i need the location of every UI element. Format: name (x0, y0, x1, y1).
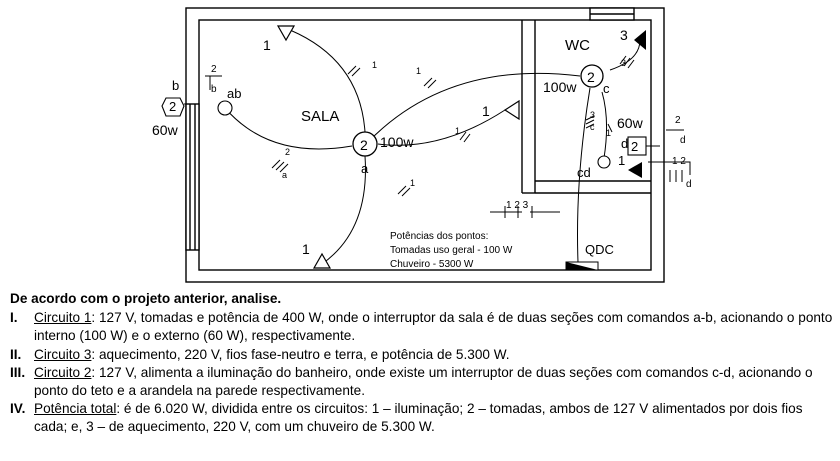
wc-switch-circuit: 1 (618, 153, 625, 168)
electrical-floor-plan: 2 100w a 1 1 1 2 b 60w ab 2 b 2 a 1 1 1 … (152, 7, 692, 283)
statement-text: : é de 6.020 W, dividida entre os circui… (34, 401, 803, 435)
statement-iii: III. Circuito 2: 127 V, alimenta a ilumi… (10, 364, 838, 400)
center-light-command: a (361, 161, 369, 176)
left-wall-lamp: 2 b 60w (152, 78, 199, 138)
statement-number: II. (10, 346, 22, 362)
statement-term: Circuito 3 (34, 346, 92, 362)
wc-light-command: c (603, 81, 610, 96)
room-wc-label: WC (565, 37, 590, 54)
tag-1c: 1 (606, 128, 611, 138)
wiring (224, 29, 691, 265)
tag-c-num: 3 (590, 110, 595, 120)
center-light-power: 100w (380, 134, 414, 150)
center-light-circuit: 2 (360, 137, 368, 153)
wc-switch-commands: cd (577, 165, 591, 180)
wc-ceiling-light: 2 100w c (543, 64, 610, 96)
statement-text: : 127 V, alimenta a iluminação do banhei… (34, 364, 813, 399)
tag-wc-num: 3 (621, 58, 626, 68)
sala-switch-tag-num: 2 (211, 64, 217, 75)
wc-tag-nums: 1 2 (672, 156, 686, 167)
statement-text: : aquecimento, 220 V, fios fase-neutro e… (91, 346, 510, 362)
legend-line-2: Chuveiro - 5300 W (390, 259, 474, 270)
power-legend: Potências dos pontos: Tomadas uso geral … (390, 231, 513, 270)
question-block: De acordo com o projeto anterior, analis… (10, 290, 838, 437)
question-heading: De acordo com o projeto anterior, analis… (10, 291, 282, 306)
outlet-right: 1 (482, 99, 520, 121)
wc-lamp-circuit: 2 (631, 139, 638, 154)
wire-ticks (271, 55, 683, 218)
distribution-panel: QDC 1 2 3 (506, 200, 614, 271)
statement-iv: IV. Potência total: é de 6.020 W, dividi… (10, 400, 838, 436)
sala-ceiling-light: 2 100w a (352, 131, 414, 176)
sala-switch-tag-cmd: b (211, 84, 217, 95)
tag-a-num: 2 (285, 147, 290, 157)
statement-number: I. (10, 310, 18, 326)
wc-lamp-command: d (621, 136, 628, 151)
statement-term: Circuito 2 (34, 364, 92, 380)
outlet-right-circuit: 1 (482, 103, 490, 119)
statement-term: Potência total (34, 401, 117, 417)
wire-tags: 2 a 1 1 1 1 3 3 c 1 (282, 58, 626, 188)
legend-line-1: Tomadas uso geral - 100 W (390, 245, 513, 256)
statement-term: Circuito 1 (34, 310, 92, 326)
tag-1-bottom: 1 (410, 178, 415, 188)
tag-a-cmd: a (282, 170, 287, 180)
walls (185, 7, 665, 283)
wc-lamp-power: 60w (617, 115, 644, 131)
wc-tag-cmd: d (686, 179, 692, 190)
shower: 3 (620, 27, 646, 50)
outlet-bottom-circuit: 1 (302, 241, 310, 257)
tag-1b: 1 (416, 66, 421, 76)
outlet-top: 1 (263, 25, 296, 53)
wc-light-circuit: 2 (587, 69, 595, 85)
legend-title: Potências dos pontos: (390, 231, 488, 242)
wc-switch: cd 1 1 2 d (577, 153, 692, 190)
wc-wall-lamp: 2 d 60w 2 d (617, 115, 686, 156)
left-lamp-power: 60w (152, 122, 179, 138)
sala-switch: ab 2 b (205, 64, 241, 116)
statement-number: III. (10, 364, 26, 380)
left-lamp-command: b (172, 78, 179, 93)
statement-text: : 127 V, tomadas e potência de 400 W, on… (34, 310, 833, 344)
circuit-numbers: 1 2 3 (506, 200, 529, 211)
shower-circuit: 3 (620, 27, 628, 43)
tag-1-right: 1 (455, 126, 460, 136)
outlet-bottom: 1 (302, 241, 332, 269)
wc-lamp-tag-cmd: d (680, 135, 686, 146)
panel-label: QDC (585, 242, 614, 257)
statement-number: IV. (10, 401, 26, 417)
wc-lamp-tag-num: 2 (675, 115, 681, 126)
tag-1: 1 (372, 60, 377, 70)
statement-i: I. Circuito 1: 127 V, tomadas e potência… (10, 309, 838, 345)
tag-c: c (590, 122, 595, 132)
outlet-top-circuit: 1 (263, 37, 271, 53)
statement-ii: II. Circuito 3: aquecimento, 220 V, fios… (10, 346, 838, 364)
room-sala-label: SALA (301, 108, 339, 125)
sala-switch-commands: ab (227, 86, 241, 101)
wc-light-power: 100w (543, 79, 577, 95)
left-lamp-circuit: 2 (169, 99, 176, 114)
